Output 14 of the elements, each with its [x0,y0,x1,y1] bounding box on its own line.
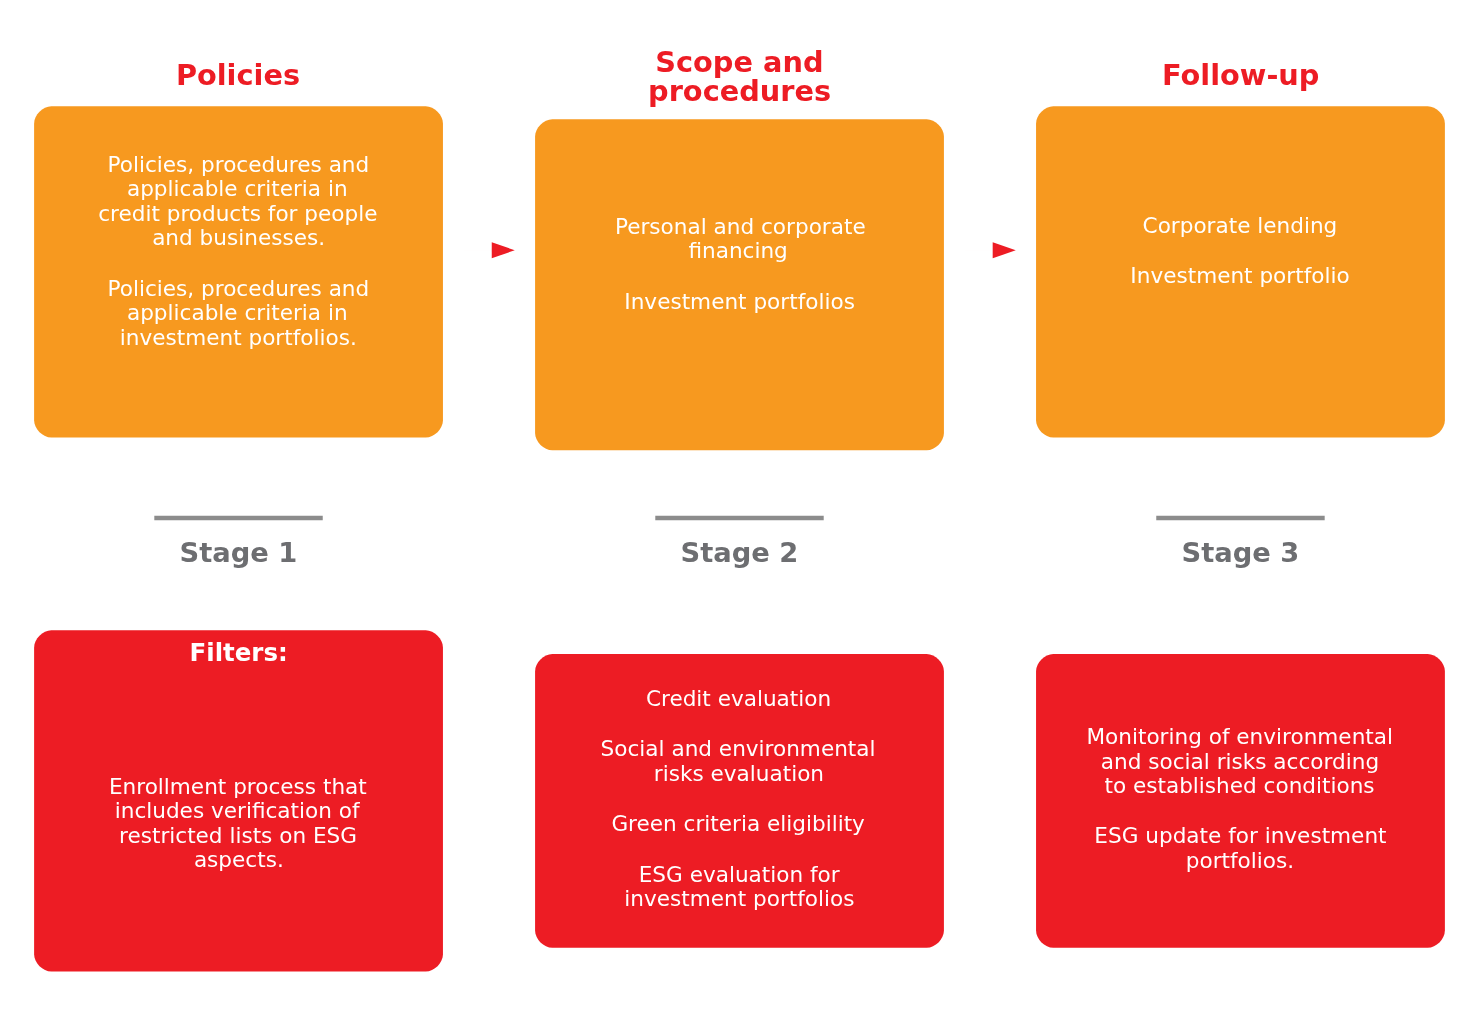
arrow [992,242,1016,259]
node-label: Scope and procedures [648,44,832,108]
label: Stage 2 [680,537,799,569]
node-box: Monitoring of environmental and social risks according to established conditions ESG update for investment portfolios. [1036,654,1445,948]
node-label: Follow-up [1162,57,1320,92]
node-box: Policies, procedures and applicable criteria in credit products for people and businesses. Policies, procedures and applicable criteria in investment portfolios. [34,106,443,438]
node-box: Credit evaluation Social and environmental risks evaluation Green criteria eligibility ESG evaluation for investment portfolios [535,654,944,948]
arrow [491,242,515,259]
label: Stage 1 [179,537,298,569]
node-box: Personal and corporate financing Investment portfolios [535,119,944,451]
label: Stage 3 [1181,537,1300,569]
node-label: Policies [175,57,301,92]
node-box: Filters: Enrollment process that includes verification of restricted lists on ESG aspects. [34,630,443,972]
node-box: Corporate lending Investment portfolio [1036,106,1445,438]
